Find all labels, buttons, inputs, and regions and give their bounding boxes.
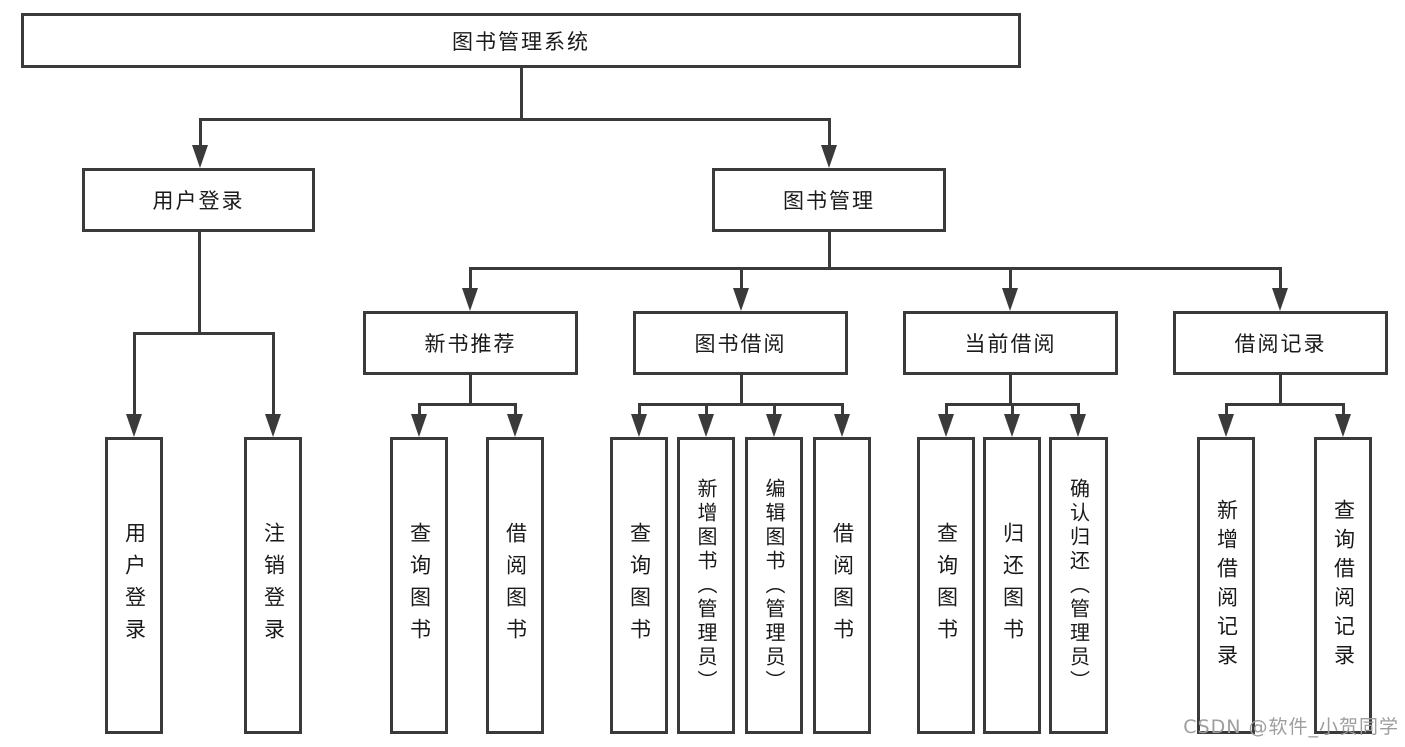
node-leaf-query-books-borrowing: 查询图书 <box>610 437 668 734</box>
arrow-down-icon <box>766 414 782 437</box>
node-leaf-add-books-admin: 新增图书（管理员） <box>677 437 735 734</box>
connector-line <box>638 403 641 416</box>
node-borrow-records: 借阅记录 <box>1173 311 1388 375</box>
arrow-down-icon <box>507 414 523 437</box>
node-leaf-add-borrow-record: 新增借阅记录 <box>1197 437 1255 734</box>
node-leaf-user-login: 用户登录 <box>105 437 163 734</box>
connector-line <box>469 267 1282 270</box>
node-leaf-query-books-recommend: 查询图书 <box>390 437 448 734</box>
connector-line <box>418 403 517 406</box>
connector-line <box>1225 403 1345 406</box>
connector-line <box>1077 403 1080 416</box>
node-leaf-confirm-return-admin: 确认归还（管理员） <box>1049 437 1108 734</box>
connector-line <box>1009 375 1012 406</box>
connector-line <box>199 118 831 121</box>
arrow-down-icon <box>698 414 714 437</box>
connector-line <box>469 375 472 406</box>
connector-line <box>841 403 844 416</box>
node-leaf-edit-books-admin: 编辑图书（管理员） <box>745 437 803 734</box>
node-book-borrowing: 图书借阅 <box>633 311 848 375</box>
arrow-down-icon <box>1335 414 1351 437</box>
node-book-management: 图书管理 <box>712 168 946 232</box>
csdn-watermark: CSDN @软件_小贺同学 <box>1183 716 1399 738</box>
connector-line <box>133 332 136 416</box>
connector-line <box>133 332 275 335</box>
arrow-down-icon <box>126 414 142 437</box>
connector-line <box>828 118 831 147</box>
connector-line <box>418 403 421 416</box>
connector-line <box>198 232 201 335</box>
arrow-down-icon <box>1218 414 1234 437</box>
arrow-down-icon <box>938 414 954 437</box>
node-leaf-query-borrow-record: 查询借阅记录 <box>1314 437 1372 734</box>
connector-line <box>773 403 776 416</box>
arrow-down-icon <box>1272 288 1288 311</box>
arrow-down-icon <box>1070 414 1086 437</box>
connector-line <box>1342 403 1345 416</box>
connector-line <box>740 375 743 406</box>
node-leaf-borrow-books-recommend: 借阅图书 <box>486 437 544 734</box>
arrow-down-icon <box>1004 414 1020 437</box>
node-leaf-return-books: 归还图书 <box>983 437 1041 734</box>
connector-line <box>705 403 708 416</box>
node-leaf-borrow-books-borrowing: 借阅图书 <box>813 437 871 734</box>
connector-line <box>740 267 743 290</box>
node-user-login: 用户登录 <box>82 168 315 232</box>
connector-line <box>1009 267 1012 290</box>
node-new-book-recommend: 新书推荐 <box>363 311 578 375</box>
arrow-down-icon <box>834 414 850 437</box>
arrow-down-icon <box>411 414 427 437</box>
connector-line <box>945 403 948 416</box>
node-leaf-logout: 注销登录 <box>244 437 302 734</box>
node-leaf-query-books-current: 查询图书 <box>917 437 975 734</box>
connector-line <box>199 118 202 147</box>
connector-line <box>828 232 831 270</box>
connector-line <box>1011 403 1014 416</box>
arrow-down-icon <box>265 414 281 437</box>
arrow-down-icon <box>631 414 647 437</box>
arrow-down-icon <box>733 288 749 311</box>
connector-line <box>1279 375 1282 406</box>
connector-line <box>272 332 275 416</box>
connector-line <box>638 403 844 406</box>
node-current-borrowing: 当前借阅 <box>903 311 1118 375</box>
node-root-library-system: 图书管理系统 <box>21 13 1021 68</box>
arrow-down-icon <box>192 145 208 168</box>
connector-line <box>520 67 523 120</box>
connector-line <box>1279 267 1282 290</box>
arrow-down-icon <box>1002 288 1018 311</box>
arrow-down-icon <box>462 288 478 311</box>
connector-line <box>514 403 517 416</box>
connector-line <box>1225 403 1228 416</box>
arrow-down-icon <box>821 145 837 168</box>
connector-line <box>469 267 472 290</box>
